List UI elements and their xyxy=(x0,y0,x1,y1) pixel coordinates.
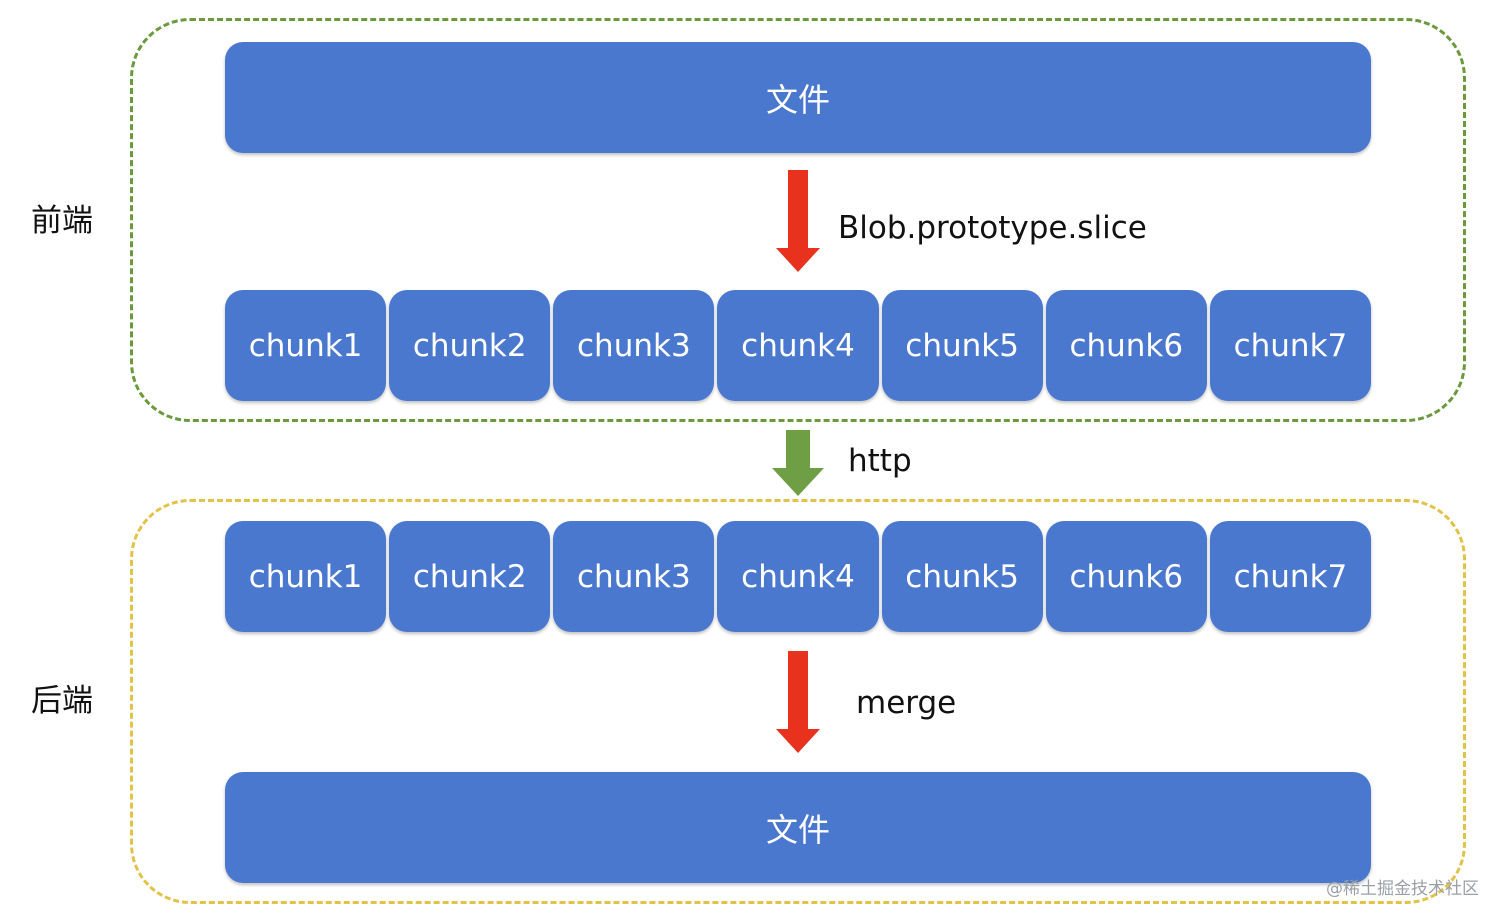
backend-label: 后端 xyxy=(31,683,93,719)
chunk-box: chunk2 xyxy=(389,290,551,401)
slice-label: Blob.prototype.slice xyxy=(838,210,1147,246)
chunk-box: chunk3 xyxy=(553,290,715,401)
chunk-box: chunk7 xyxy=(1209,521,1371,632)
chunk-box: chunk4 xyxy=(717,521,879,632)
http-label: http xyxy=(848,443,912,479)
frontend-label: 前端 xyxy=(31,203,93,239)
backend-region xyxy=(130,499,1466,904)
chunk-box: chunk7 xyxy=(1209,290,1371,401)
backend-chunk-row: chunk1 chunk2 chunk3 chunk4 chunk5 chunk… xyxy=(225,521,1371,632)
frontend-region xyxy=(130,18,1466,422)
chunk-box: chunk1 xyxy=(225,290,387,401)
chunk-box: chunk6 xyxy=(1045,521,1207,632)
file-box-bottom: 文件 xyxy=(225,772,1371,883)
merge-label: merge xyxy=(856,685,957,721)
chunk-box: chunk3 xyxy=(553,521,715,632)
chunk-box: chunk6 xyxy=(1045,290,1207,401)
chunk-box: chunk2 xyxy=(389,521,551,632)
chunk-box: chunk5 xyxy=(881,290,1043,401)
merge-arrow-icon xyxy=(776,651,820,753)
watermark: @稀土掘金技术社区 xyxy=(1326,879,1479,899)
http-arrow-icon xyxy=(772,430,824,496)
slice-arrow-icon xyxy=(776,170,820,272)
chunk-box: chunk4 xyxy=(717,290,879,401)
file-box-top: 文件 xyxy=(225,42,1371,153)
chunk-box: chunk1 xyxy=(225,521,387,632)
frontend-chunk-row: chunk1 chunk2 chunk3 chunk4 chunk5 chunk… xyxy=(225,290,1371,401)
chunk-box: chunk5 xyxy=(881,521,1043,632)
